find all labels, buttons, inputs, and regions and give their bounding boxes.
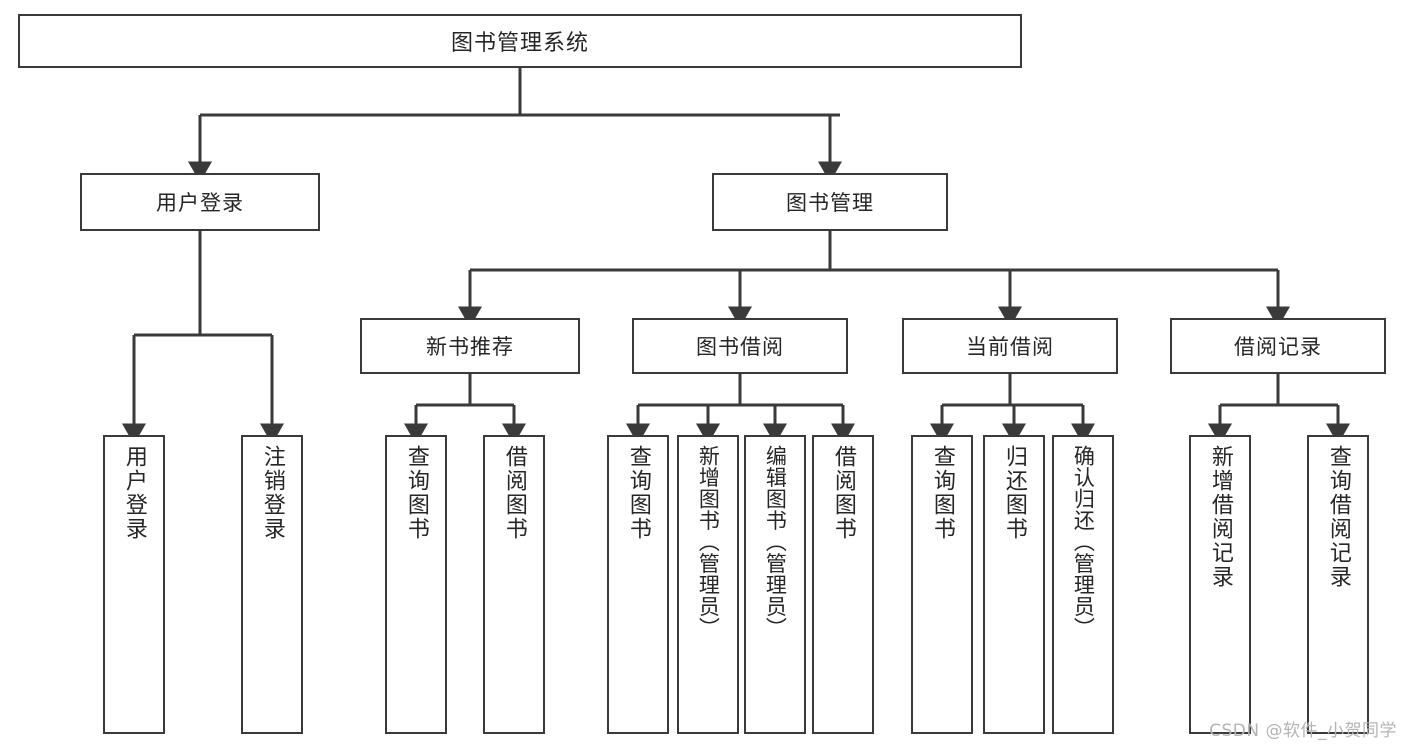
node-label: 借阅图书 <box>501 445 527 541</box>
node-label: 用户登录 <box>156 191 244 215</box>
leaf-logout-login: 注销登录 <box>241 435 303 734</box>
node-label: 查询图书 <box>403 445 429 541</box>
leaf-return-book: 归还图书 <box>983 435 1045 734</box>
leaf-confirm-return-admin: 确认归还（管理员） <box>1052 435 1114 734</box>
node-current-borrow: 当前借阅 <box>902 318 1118 374</box>
leaf-borrow-book-borrow: 借阅图书 <box>812 435 874 734</box>
leaf-query-book-recommend: 查询图书 <box>385 435 447 734</box>
node-label: 归还图书 <box>1001 445 1027 541</box>
node-label: 图书管理系统 <box>450 31 589 56</box>
node-label: 借阅图书 <box>830 445 856 541</box>
node-label: 图书管理 <box>786 191 874 215</box>
node-label: 查询图书 <box>625 445 651 541</box>
node-label: 注销登录 <box>259 445 285 541</box>
node-root-system: 图书管理系统 <box>18 14 1022 68</box>
csdn-watermark: CSDN @软件_小贺同学 <box>1209 721 1397 741</box>
leaf-user-login: 用户登录 <box>103 435 165 734</box>
node-label: 查询图书 <box>929 445 955 541</box>
node-borrow-record: 借阅记录 <box>1170 318 1386 374</box>
node-label: 新增借阅记录 <box>1207 445 1233 589</box>
leaf-add-book-admin: 新增图书（管理员） <box>677 435 739 734</box>
node-label: 图书借阅 <box>696 335 784 359</box>
node-book-management: 图书管理 <box>712 173 948 231</box>
node-user-login: 用户登录 <box>80 173 320 231</box>
leaf-query-book-current: 查询图书 <box>911 435 973 734</box>
node-label: 新书推荐 <box>426 335 514 359</box>
node-book-borrow: 图书借阅 <box>632 318 848 374</box>
node-label: 用户登录 <box>121 445 147 541</box>
node-label: 确认归还（管理员） <box>1071 445 1096 639</box>
node-label: 新增图书（管理员） <box>696 445 721 639</box>
node-label: 查询借阅记录 <box>1325 445 1351 589</box>
leaf-query-borrow-record: 查询借阅记录 <box>1307 435 1369 734</box>
node-new-book-recommend: 新书推荐 <box>360 318 580 374</box>
leaf-query-book-borrow: 查询图书 <box>607 435 669 734</box>
leaf-add-borrow-record: 新增借阅记录 <box>1189 435 1251 734</box>
node-label: 借阅记录 <box>1234 335 1322 359</box>
node-label: 编辑图书（管理员） <box>763 445 788 639</box>
leaf-edit-book-admin: 编辑图书（管理员） <box>744 435 806 734</box>
leaf-borrow-book-recommend: 借阅图书 <box>483 435 545 734</box>
node-label: 当前借阅 <box>966 335 1054 359</box>
